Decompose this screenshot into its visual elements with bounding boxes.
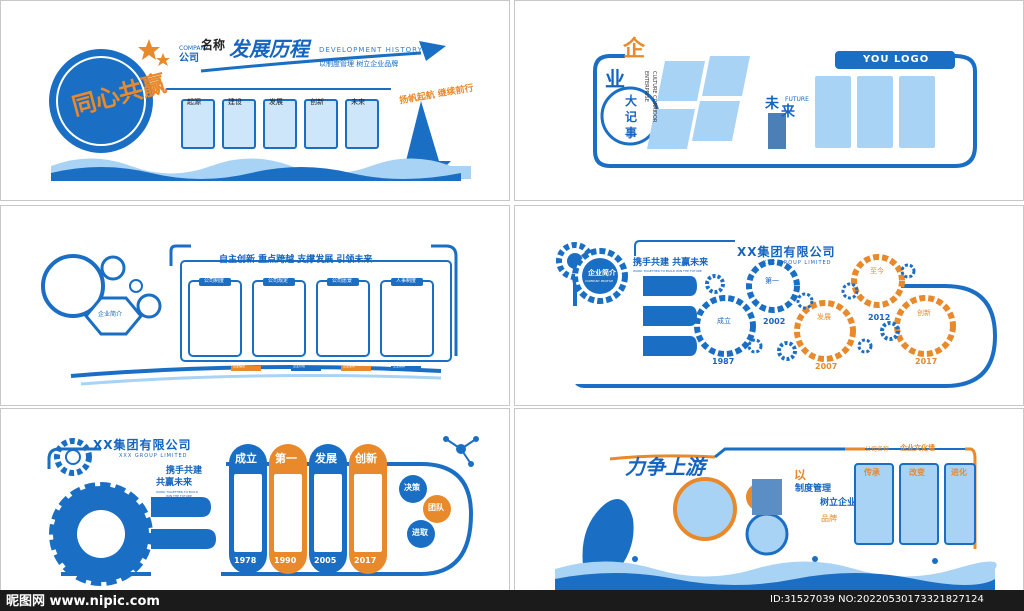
panel3-graphics (41, 244, 458, 386)
shi-char: 事 (625, 126, 638, 140)
image-meta: ID:31527039 NO:20220530173321827124 (770, 594, 984, 605)
logo-text: YOU LOGO (863, 54, 930, 65)
slogan-d: 品牌 (821, 514, 837, 523)
badge-label: 决策 (404, 483, 420, 492)
panel-group-columns: XX集团有限公司 XXX GROUP LIMITED 携手共建 共赢未来 WOR… (0, 408, 510, 609)
column-year: 1978 (234, 556, 257, 565)
board-title: 进化 (951, 468, 967, 477)
slogan-line2: 共赢未来 (156, 478, 193, 488)
column-label: 成立 (235, 452, 257, 465)
panel-development-history: 同心共赢 COMPANY 公司 名称 发展历程 DEVELOPMENT HIST… (0, 0, 510, 201)
headline: 自主创新 重点跨越 支撑发展 引领未来 (219, 255, 373, 265)
panel4-graphics (556, 240, 998, 388)
title-en: DEVELOPMENT HISTORY (319, 46, 423, 54)
gear-year: 2007 (815, 362, 838, 371)
site-watermark: 昵图网 www.nipic.com (6, 594, 160, 609)
board-title: 公司制度 (204, 278, 225, 284)
board-title: 公司规定 (268, 278, 289, 284)
culture-label: 企业文化墙 (900, 444, 935, 452)
panel-company-intro: 自主创新 重点跨越 支撑发展 引领未来 企业简介 公司制度 公司规定 公司愿景 … (0, 205, 510, 406)
history-card (181, 99, 215, 149)
ji-char: 记 (625, 110, 638, 124)
column-year: 2017 (354, 556, 377, 565)
gear-year: 2017 (915, 357, 938, 366)
gear-year: 2002 (763, 317, 786, 326)
footer-bar: 昵图网 www.nipic.com ID:31527039 NO:2022053… (0, 590, 1024, 611)
gear-year: 1987 (712, 357, 735, 366)
gear-label: 成立 (717, 317, 731, 325)
slogan: 携手共建 共赢未来 (633, 258, 709, 268)
intro-label: 企业简介 (98, 311, 123, 318)
history-card (263, 99, 297, 149)
panel6-graphics (555, 447, 997, 594)
card-label: 起源 (187, 98, 201, 106)
card-label: 创新 (310, 98, 324, 106)
history-card (345, 99, 379, 149)
page-title: 发展历程 (229, 37, 309, 61)
column-label: 创新 (355, 452, 377, 465)
slogan-en: WORK TOGETHER TO BUILD WIN THE FUTURE (633, 269, 702, 273)
card-label: 建设 (228, 98, 242, 106)
history-card (304, 99, 338, 149)
company-en: COMPANY (179, 45, 209, 52)
subline: 以制度管理 树立企业品牌 (319, 60, 399, 68)
qi-char: 企 (623, 37, 646, 62)
column-year: 2005 (314, 556, 337, 565)
panel-enterprise-events: 企 业 大 记 事 ENTERPRISE CULTURE CORRIDOR YO… (514, 0, 1024, 201)
slogan-en-2: WIN THE FUTURE (166, 494, 192, 498)
gear-label: 第一 (765, 277, 779, 285)
ye-char: 业 (605, 67, 625, 91)
badge-label: 进取 (412, 528, 428, 537)
gear-label: 发展 (817, 313, 831, 321)
column-label: 发展 (315, 452, 337, 465)
name-cn: 名称 (201, 38, 226, 52)
footer-tag: 企业使命 (343, 364, 356, 368)
history-card (222, 99, 256, 149)
panel1-graphics (49, 39, 471, 181)
slogan-b: 制度管理 (795, 484, 832, 494)
future-en: FUTURE (785, 96, 809, 103)
gear-year: 2012 (868, 313, 891, 322)
slogan-en-1: WORK TOGETHER TO BUILD (156, 490, 199, 494)
company-cn: 公司 (179, 53, 199, 64)
board-title: 传承 (864, 468, 880, 477)
company-en: XXX GROUP LIMITED (119, 453, 188, 459)
future-cn-2: 来 (781, 104, 795, 120)
board-title: 公司愿景 (332, 278, 353, 284)
page-title: 力争上游 (625, 455, 705, 479)
slogan-line1: 携手共建 (166, 466, 203, 476)
badge-label: 团队 (428, 503, 444, 512)
panel5-graphics (47, 436, 479, 586)
column-year: 1990 (274, 556, 297, 565)
slogan-c: 树立企业 (820, 498, 857, 508)
company-title: XX集团有限公司 (93, 438, 192, 452)
panel-culture-wall: 力争上游 公司名称 企业文化墙 以 制度管理 树立企业 品牌 传承 改变 进化 (514, 408, 1024, 609)
gear-label: 创新 (917, 309, 931, 317)
slogan-a: 以 (794, 468, 807, 482)
future-cn-1: 未 (765, 96, 779, 112)
column-label: 第一 (275, 452, 297, 465)
da-char: 大 (625, 94, 638, 108)
board-title: 人事制度 (396, 278, 417, 284)
board-title: 改变 (909, 468, 925, 477)
panel-group-gears: XX集团有限公司 XXX GROUP LIMITED 企业简介 COMPANY … (514, 205, 1024, 406)
company-en: XXX GROUP LIMITED (763, 260, 832, 266)
company-title: XX集团有限公司 (737, 245, 836, 259)
intro-en: COMPANY PROFILE (585, 279, 614, 283)
card-label: 发展 (269, 98, 283, 106)
footer-tag: 企业理念 (233, 364, 246, 368)
card-label: 未来 (351, 98, 365, 106)
enterprise-en: ENTERPRISE (643, 71, 649, 102)
footer-tag: 企业价值 (293, 364, 306, 368)
culture-en: CULTURE CORRIDOR (651, 71, 657, 123)
company-small: 公司名称 (865, 446, 890, 453)
gear-label: 至今 (870, 267, 884, 275)
intro-label: 企业简介 (588, 269, 616, 277)
footer-tag: 企业精神 (393, 364, 406, 368)
panel2-graphics (593, 51, 977, 168)
